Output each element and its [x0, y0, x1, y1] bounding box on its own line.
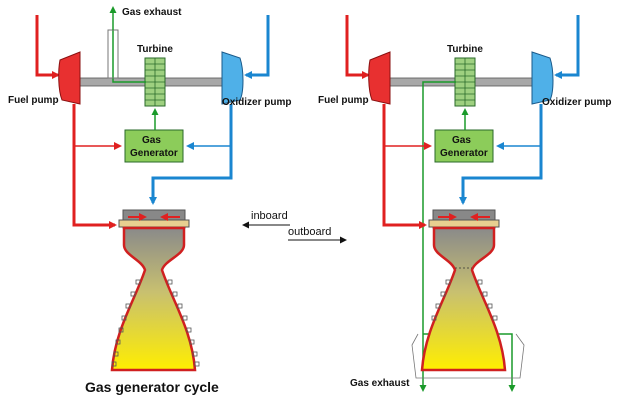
turbine-exhaust-line [112, 30, 146, 83]
diagram-caption: Gas generator cycle [85, 379, 219, 395]
nozzle [110, 226, 197, 372]
fuel-pump-label-left: Fuel pump [8, 95, 59, 106]
oxidizer-inlet-line [554, 15, 580, 79]
nozzle-cooling-tubes-right [477, 279, 498, 321]
inboard-label: inboard [251, 210, 288, 222]
gas-generator-label-left-2: Generator [130, 148, 178, 159]
turbine-label-left: Turbine [137, 44, 173, 55]
turbine-label-right: Turbine [447, 44, 483, 55]
fuel-pump [58, 51, 81, 105]
fuel-inlet-line [35, 15, 60, 79]
oxidizer-pump [221, 51, 244, 105]
fuel-inlet-line [345, 15, 370, 79]
gas-generator [434, 129, 494, 163]
oxidizer-pump-label-right: Oxidizer pump [542, 97, 611, 108]
outboard-label: outboard [288, 226, 331, 238]
nozzle-cooling-tubes-left [111, 279, 141, 367]
fuel-to-chamber-line [72, 104, 117, 229]
nozzle [420, 226, 507, 372]
combustion-chamber [428, 209, 500, 229]
fuel-to-chamber-line [382, 104, 427, 229]
gas-exhaust-top-label: Gas exhaust [122, 7, 182, 18]
right-engine: Turbine Fuel pump Oxidizer pump Gas Gene… [318, 15, 611, 392]
oxidizer-to-chamber-line [459, 104, 543, 205]
turbine [144, 57, 166, 107]
combustion-chamber [118, 209, 190, 229]
gas-generator-label-right-1: Gas [452, 135, 471, 146]
gas-exhaust-bottom-label: Gas exhaust [350, 378, 410, 389]
oxidizer-pump-label-left: Oxidizer pump [222, 97, 291, 108]
gas-generator [124, 129, 184, 163]
fuel-pump [368, 51, 391, 105]
oxidizer-pump [531, 51, 554, 105]
oxidizer-to-chamber-line [149, 104, 233, 205]
nozzle-cooling-tubes-left [431, 279, 451, 321]
inboard-outboard-indicator: inboard outboard [242, 210, 347, 244]
turbine [454, 57, 476, 107]
turbine-exhaust-line [422, 81, 456, 334]
oxidizer-inlet-line [244, 15, 270, 79]
left-engine: Gas exhaust Turbine Fuel pump Oxidizer p… [8, 6, 291, 395]
gas-generator-label-left-1: Gas [142, 135, 161, 146]
fuel-pump-label-right: Fuel pump [318, 95, 369, 106]
gas-generator-label-right-2: Generator [440, 148, 488, 159]
exhaust-manifold [411, 333, 525, 379]
nozzle-cooling-tubes-right [167, 279, 200, 367]
